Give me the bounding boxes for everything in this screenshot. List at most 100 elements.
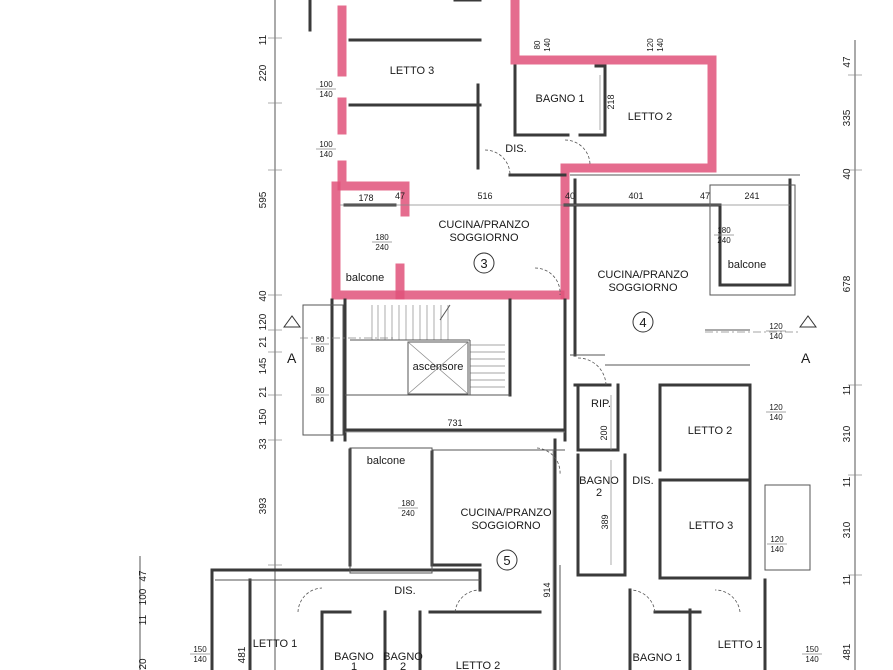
window-label: 180 [401, 499, 415, 508]
left-dimension-chain [139, 0, 282, 670]
room-label: LETTO 3 [689, 520, 733, 532]
unit-3-highlight [331, 0, 717, 300]
window-label: 140 [319, 150, 333, 159]
window-label: 140 [543, 38, 552, 52]
dimension-label: 401 [628, 191, 643, 201]
dimension-label: 40 [565, 191, 575, 201]
window-label: 120 [770, 535, 784, 544]
section-marks: A A [283, 315, 817, 366]
room-label: balcone [367, 455, 406, 467]
chain-label: 21 [258, 386, 269, 398]
room-labels: LETTO 3 BAGNO 1 LETTO 2 DIS. CUCINA/PRAN… [253, 65, 766, 670]
dimension-label: 516 [477, 191, 492, 201]
window-label: 140 [805, 655, 819, 664]
chain-label: 220 [258, 64, 269, 81]
chain-label: 310 [842, 425, 853, 442]
room-label: 1 [351, 661, 357, 670]
unit-3-number: 3 [480, 256, 487, 271]
staircase [345, 304, 510, 396]
window-label: 140 [769, 413, 783, 422]
window-label: 80 [316, 396, 325, 405]
section-mark-right: A [801, 350, 811, 366]
unit-5-number: 5 [503, 553, 510, 568]
dimension-labels: 178 47 516 40 401 47 241 731 218 200 389… [358, 94, 759, 597]
window-label: 120 [646, 38, 655, 52]
outline-details [215, 174, 811, 670]
interior-dimension-lines [340, 75, 790, 670]
window-label: 80 [316, 335, 325, 344]
chain-label: 11 [258, 34, 269, 45]
window-label: 120 [769, 322, 783, 331]
right-chain-labels: 47 335 40 678 11 310 11 310 11 481 [842, 56, 853, 660]
walls [210, 0, 792, 670]
unit-markers: 3 4 5 [473, 252, 654, 571]
room-label: BAGNO 1 [633, 652, 682, 664]
dimension-label: 200 [599, 425, 609, 440]
doors [297, 139, 741, 613]
window-label: 140 [770, 545, 784, 554]
room-label: DIS. [394, 585, 415, 597]
window-label: 240 [401, 509, 415, 518]
room-label: BAGNO [334, 651, 374, 663]
window-label: 140 [656, 38, 665, 52]
chain-label: 310 [842, 521, 853, 538]
room-label: BAGNO [383, 651, 423, 663]
dimension-label: 731 [447, 418, 462, 428]
chain-label: 20 [138, 658, 149, 670]
chain-label: 595 [258, 191, 269, 208]
chain-label: 335 [842, 109, 853, 126]
unit-4-number: 4 [639, 315, 646, 330]
window-label: 180 [717, 226, 731, 235]
window-label: 150 [805, 645, 819, 654]
chain-label: 145 [258, 357, 269, 374]
chain-label: 11 [842, 384, 853, 395]
room-label: balcone [728, 259, 767, 271]
room-label: CUCINA/PRANZO [460, 507, 552, 519]
chain-label: 393 [258, 497, 269, 514]
room-label: LETTO 2 [688, 425, 732, 437]
chain-label: 11 [138, 614, 149, 625]
window-label: 150 [193, 645, 207, 654]
chain-label: 47 [138, 570, 149, 582]
right-dimension-chain [848, 40, 862, 670]
chain-label: 481 [237, 646, 248, 663]
room-label: BAGNO [579, 475, 619, 487]
dimension-label: 178 [358, 193, 373, 203]
room-label: LETTO 1 [718, 639, 762, 651]
window-label: 180 [375, 233, 389, 242]
window-label: 100 [319, 140, 333, 149]
chain-label: 11 [842, 574, 853, 585]
room-label: 2 [596, 487, 602, 499]
chain-label: 40 [842, 168, 853, 180]
chain-label: 47 [842, 56, 853, 68]
room-label: RIP. [591, 398, 611, 410]
window-label: 140 [319, 90, 333, 99]
chain-label: 11 [842, 476, 853, 487]
window-label: 80 [533, 40, 542, 49]
dimension-label: 389 [600, 514, 610, 529]
window-label: 240 [717, 236, 731, 245]
room-label: SOGGIORNO [449, 232, 519, 244]
room-label: CUCINA/PRANZO [597, 269, 689, 281]
dimension-label: 47 [700, 191, 710, 201]
window-labels: 100 140 100 140 80 140 120 140 180 240 1… [190, 38, 822, 664]
room-label: balcone [346, 272, 385, 284]
window-label: 100 [319, 80, 333, 89]
chain-label: 40 [258, 290, 269, 302]
room-label: DIS. [632, 475, 653, 487]
window-label: 80 [316, 386, 325, 395]
room-label: CUCINA/PRANZO [438, 219, 530, 231]
room-label: 2 [400, 661, 406, 670]
chain-label: 21 [258, 336, 269, 348]
section-mark-left: A [287, 350, 297, 366]
window-label: 120 [769, 403, 783, 412]
window-label: 240 [375, 243, 389, 252]
room-label: SOGGIORNO [608, 282, 678, 294]
left-chain-labels: 11 220 595 40 120 21 145 21 150 33 393 1… [138, 34, 269, 669]
dimension-label: 241 [744, 191, 759, 201]
window-label: 80 [316, 345, 325, 354]
dimension-label: 218 [606, 94, 616, 109]
room-label: ascensore [413, 361, 464, 373]
room-label: LETTO 3 [390, 65, 434, 77]
